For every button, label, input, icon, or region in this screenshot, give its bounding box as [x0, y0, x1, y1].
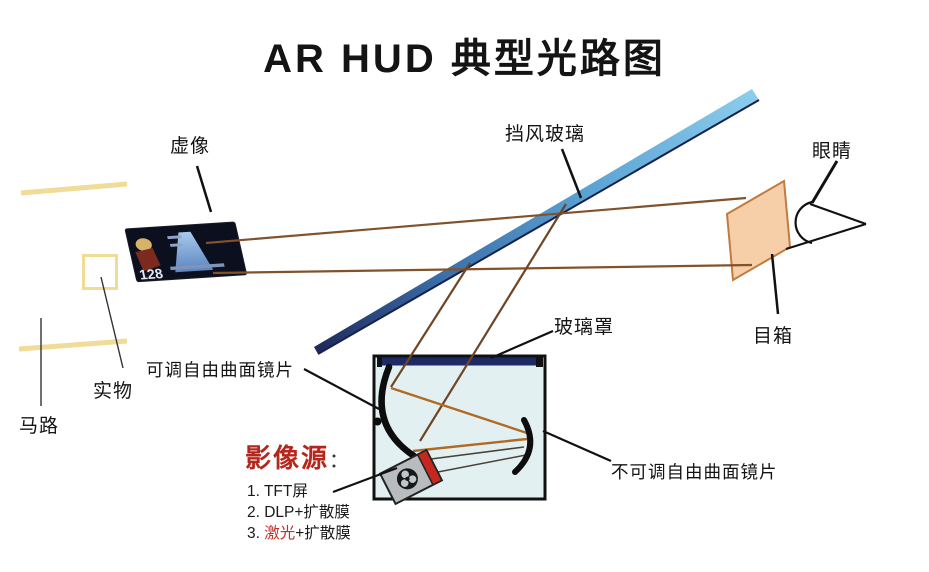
- display-text-mark: [169, 263, 225, 271]
- item3-laser-text: 激光: [264, 525, 296, 542]
- label-virtual-image: 虚像: [170, 136, 211, 157]
- hud-housing-box: [372, 354, 547, 501]
- label-eye: 眼睛: [812, 141, 853, 162]
- light-ray-pgu-2: [437, 454, 527, 473]
- light-ray-internal-2: [412, 437, 528, 453]
- light-ray-lower: [212, 263, 753, 275]
- real-object-square: [82, 254, 118, 290]
- image-source-item-3: 3. 激光+扩散膜: [247, 523, 351, 544]
- pointer-image-source: [332, 466, 398, 494]
- windshield-edge: [317, 99, 760, 355]
- label-real-object: 实物: [93, 381, 134, 402]
- cover-end-right: [536, 356, 543, 367]
- pointer-real-object: [100, 276, 124, 369]
- adjustable-freeform-mirror: [378, 363, 418, 460]
- display-text-mark: [169, 243, 183, 247]
- display-road-graphic: [175, 231, 214, 273]
- display-speed-value: 128: [138, 265, 165, 282]
- eye-icon: [785, 200, 867, 250]
- pointer-windshield: [560, 148, 583, 199]
- display-warning-icon: [135, 248, 161, 272]
- road-line-upper: [20, 181, 128, 196]
- pointer-eye: [810, 160, 839, 204]
- road-line-lower: [18, 338, 128, 352]
- diagram-title: AR HUD 典型光路图: [263, 37, 666, 81]
- label-windshield: 挡风玻璃: [505, 124, 586, 145]
- pointer-virtual-image: [195, 165, 213, 213]
- pgu-emitter-strip: [416, 449, 443, 486]
- pointer-fixed-mirror: [542, 429, 612, 463]
- item3-prefix: 3.: [247, 525, 265, 542]
- image-source-heading-text: 影像源: [245, 443, 330, 473]
- image-source-unit: [378, 448, 444, 506]
- fixed-freeform-mirror: [512, 417, 534, 475]
- label-fixed-mirror: 不可调自由曲面镜片: [611, 462, 778, 482]
- light-ray-mirror-to-windshield-2: [419, 203, 567, 442]
- label-adjustable-mirror: 可调自由曲面镜片: [146, 360, 294, 380]
- virtual-image-display: 128: [124, 221, 247, 282]
- image-source-item-1: 1. TFT屏: [247, 483, 308, 500]
- glass-cover-strip: [381, 357, 537, 366]
- image-source-item-2: 2. DLP+扩散膜: [247, 504, 350, 521]
- image-source-colon: ：: [329, 450, 352, 472]
- mirror-pivot-dot: [373, 417, 382, 426]
- fan-icon: [396, 468, 418, 490]
- display-sign-icon: [135, 238, 152, 251]
- pointer-adjustable-mirror: [303, 368, 380, 410]
- label-eyebox: 目箱: [753, 326, 794, 347]
- pointer-eyebox: [770, 253, 780, 315]
- image-source-heading: 影像源：: [245, 438, 351, 475]
- light-ray-upper: [205, 196, 747, 245]
- light-ray-mirror-to-windshield-1: [390, 262, 471, 388]
- label-glass-cover: 玻璃罩: [554, 317, 615, 338]
- windshield-glass: [314, 89, 759, 354]
- label-road: 马路: [19, 416, 60, 437]
- item3-suffix: +扩散膜: [295, 525, 351, 542]
- light-ray-pgu-1: [430, 446, 525, 460]
- light-ray-internal-1: [390, 386, 528, 435]
- display-text-mark: [167, 235, 182, 240]
- image-source-list: 1. TFT屏 2. DLP+扩散膜 3. 激光+扩散膜: [247, 481, 351, 544]
- cover-end-left: [377, 356, 382, 367]
- pointer-glass-cover: [490, 329, 554, 360]
